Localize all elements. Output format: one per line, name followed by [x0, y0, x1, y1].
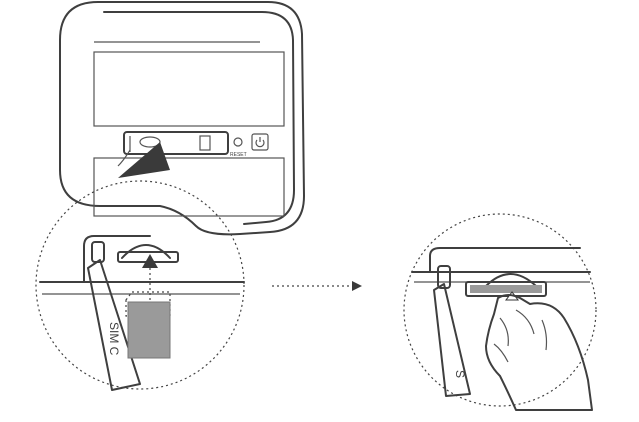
pin-tool: SIM C: [87, 259, 141, 391]
router-body: [59, 1, 305, 236]
arrow-up-icon: [142, 254, 158, 300]
reset-button: RESET: [230, 137, 247, 158]
left-zoom-circle: [35, 180, 245, 390]
arrow-right-icon: [272, 281, 362, 291]
sim-card: [127, 301, 171, 359]
right-zoom-circle: [403, 213, 597, 407]
zoom-pointer: [117, 142, 170, 178]
left-card-label: SIM C: [107, 322, 121, 356]
router-sim-slot: [123, 131, 229, 155]
power-icon: [251, 133, 269, 151]
reset-label: RESET: [230, 152, 247, 158]
finger-icon: [485, 294, 593, 411]
right-card-label: S: [453, 370, 467, 378]
pin-tool-right: S: [433, 283, 471, 397]
